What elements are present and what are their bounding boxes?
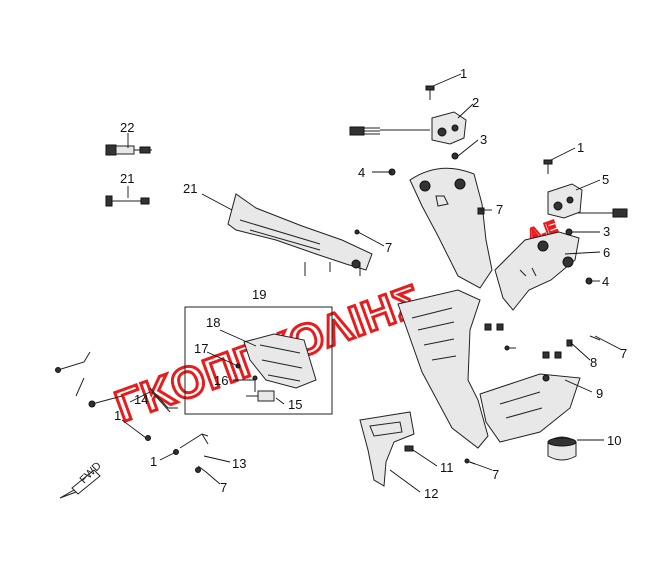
screw-3-top (451, 152, 459, 160)
screw-16 (252, 375, 258, 392)
callout-11: 11 (440, 460, 454, 475)
controller-18 (243, 333, 317, 389)
screw-7-mid (477, 207, 485, 215)
callout-7-mid: 7 (496, 202, 503, 217)
forward-label: FWD (78, 460, 104, 486)
bracket-12 (359, 411, 415, 487)
callout-7-left: 7 (385, 240, 392, 255)
callout-16: 16 (214, 373, 228, 388)
screw-1-left (145, 435, 151, 441)
callout-22: 22 (120, 120, 134, 135)
screw-7-right (504, 335, 601, 351)
bolt-22 (105, 144, 152, 156)
callout-17: 17 (194, 341, 208, 356)
callout-2: 2 (472, 95, 479, 110)
handlebar-front-cover (409, 167, 493, 289)
callout-4-top: 4 (358, 165, 365, 180)
screw-1-right (543, 159, 553, 174)
screw-7-left (354, 229, 360, 235)
callout-3-top: 3 (480, 132, 487, 147)
callout-1-left-upper: 1 (114, 408, 121, 423)
callout-1-right: 1 (577, 140, 584, 155)
callout-7-bottom: 7 (492, 467, 499, 482)
callouts: 1 2 3 4 1 5 7 3 6 4 7 21 22 21 19 18 17 … (114, 66, 627, 501)
right-handlebar-switch (547, 183, 628, 219)
bracket-13 (173, 433, 209, 473)
callout-7-bottom-left: 7 (220, 480, 227, 495)
relay-15 (246, 390, 275, 402)
callout-19: 19 (252, 287, 266, 302)
callout-13: 13 (232, 456, 246, 471)
clip-11 (404, 445, 414, 452)
callout-4-right: 4 (602, 274, 609, 289)
callout-18: 18 (206, 315, 220, 330)
callout-9: 9 (596, 386, 603, 401)
callout-12: 12 (424, 486, 438, 501)
callout-10: 10 (607, 433, 621, 448)
left-mount-hardware (55, 351, 123, 408)
bolt-21 (105, 195, 150, 207)
left-handlebar-switch (349, 111, 467, 145)
callout-3-right: 3 (603, 224, 610, 239)
group-19-inset (184, 306, 333, 415)
callout-15: 15 (288, 397, 302, 412)
front-bracket-20 (227, 193, 373, 276)
callout-1-top: 1 (460, 66, 467, 81)
forward-arrow: FWD (59, 460, 104, 499)
callout-1-left-lower: 1 (150, 454, 157, 469)
callout-7-right: 7 (620, 346, 627, 361)
handlebar-rear-cover (494, 231, 580, 311)
leader-lines (121, 73, 623, 493)
callout-5: 5 (602, 172, 609, 187)
lower-front-cover (479, 373, 581, 443)
clips-8 (484, 323, 573, 359)
callout-14: 14 (134, 392, 148, 407)
bushing-10 (547, 436, 577, 461)
screw-3-right (565, 228, 573, 236)
screw-1-top (425, 85, 435, 100)
clip-14 (149, 387, 178, 413)
callout-8: 8 (590, 355, 597, 370)
callout-20: 21 (183, 181, 197, 196)
callout-21: 21 (120, 171, 134, 186)
callout-6: 6 (603, 245, 610, 260)
leg-shield-cover (397, 289, 489, 449)
